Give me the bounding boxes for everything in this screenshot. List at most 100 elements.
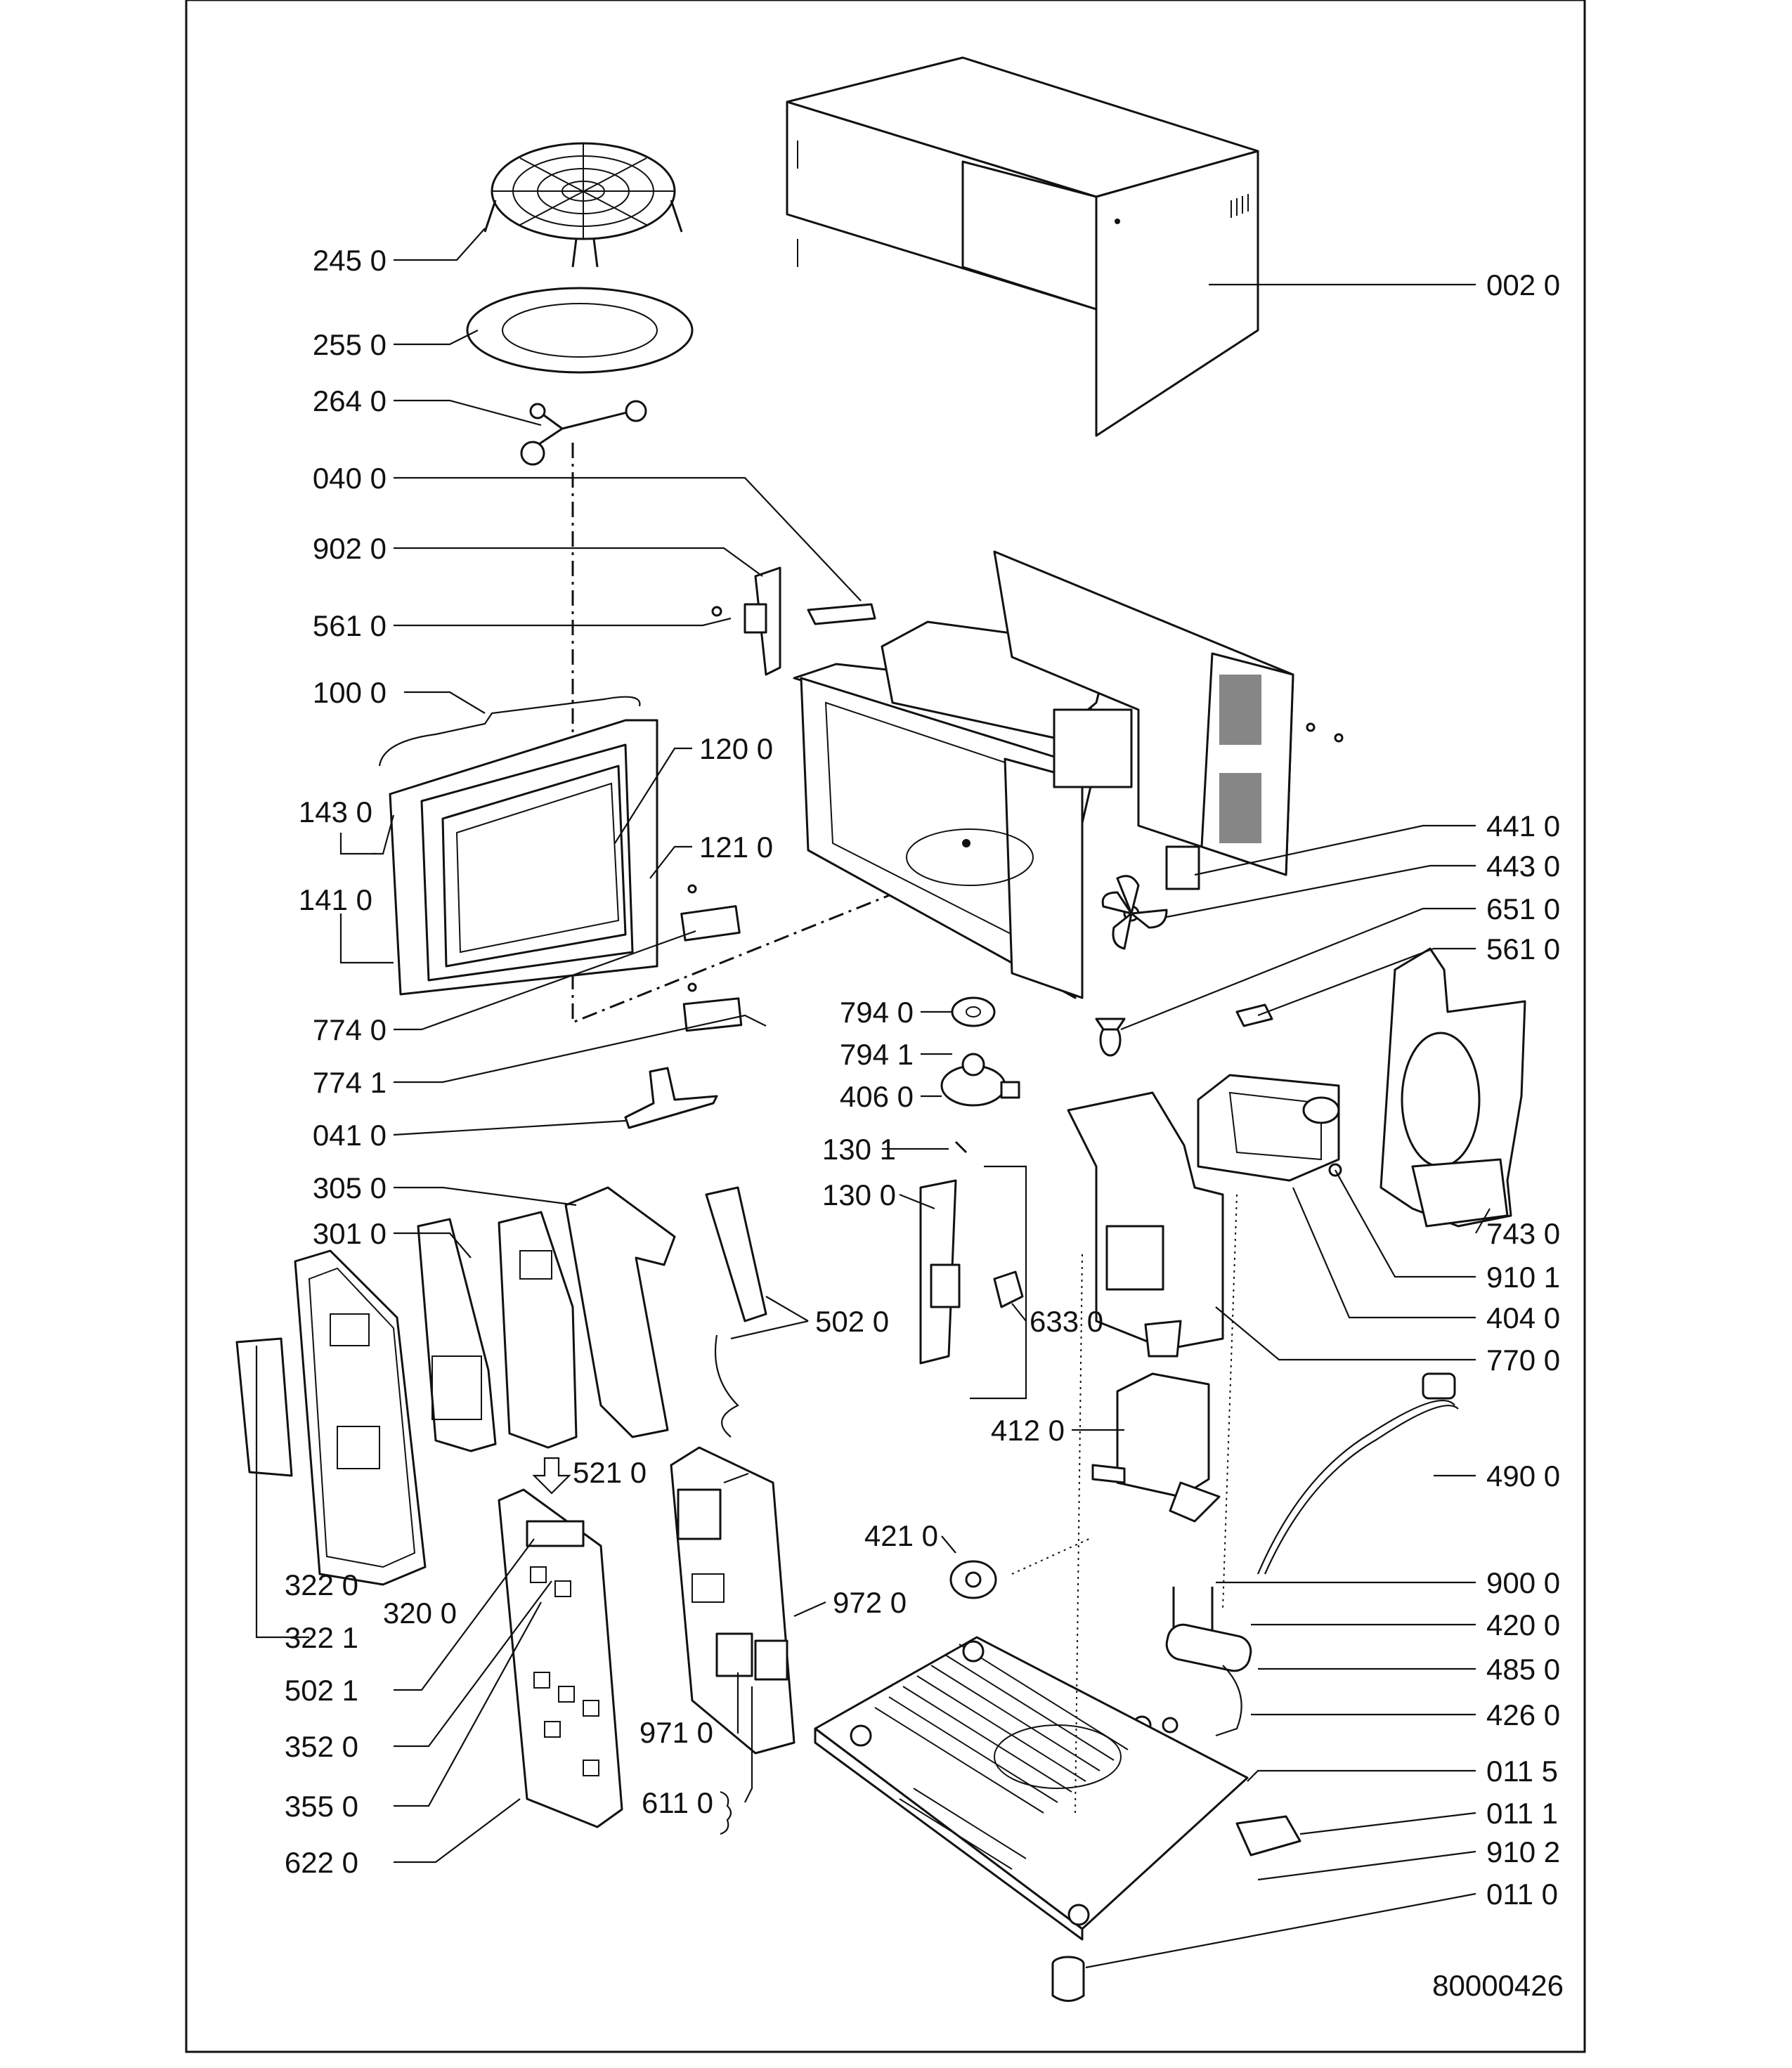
thermostat [1165, 845, 1200, 890]
part-label: 143 0 [299, 795, 372, 828]
cooling-fan [1101, 875, 1168, 950]
grill-rack [483, 142, 683, 268]
flex-ribbon [714, 1334, 739, 1438]
part-label: 406 0 [840, 1080, 914, 1113]
part-label: 900 0 [1486, 1566, 1560, 1599]
part-label: 770 0 [1486, 1344, 1560, 1377]
part-label: 011 5 [1486, 1755, 1558, 1788]
part-label: 651 0 [1486, 892, 1560, 925]
interlock-switch-assembly [919, 1140, 1027, 1400]
part-label: 011 0 [1486, 1878, 1558, 1911]
part-label: 041 0 [313, 1119, 387, 1152]
part-label: 421 0 [864, 1519, 938, 1552]
foot [1051, 1956, 1085, 2002]
membrane-sheet [235, 1337, 293, 1477]
roller-support [520, 400, 647, 466]
right-labels: 002 0 441 0 443 0 651 0 561 0 743 0 910 … [1486, 268, 1560, 1911]
panel-shield [564, 1186, 676, 1438]
mica-plate-upper [680, 905, 741, 942]
air-guide [1379, 947, 1526, 1228]
part-label: 130 0 [822, 1178, 896, 1211]
part-label: 426 0 [1486, 1698, 1560, 1731]
left-labels: 245 0 255 0 264 0 040 0 902 0 561 0 100 … [285, 244, 457, 1879]
part-label: 485 0 [1486, 1653, 1560, 1686]
back-panel [993, 550, 1344, 876]
part-label: 011 1 [1486, 1797, 1558, 1830]
part-label: 622 0 [285, 1846, 358, 1879]
sheet-border [185, 0, 1586, 2053]
waveguide-bracket [1067, 1091, 1224, 1358]
center-labels: 120 0 121 0 794 0 794 1 406 0 130 1 130 … [573, 732, 1103, 1835]
base-clip [1235, 1815, 1301, 1856]
part-label: 633 0 [1030, 1305, 1103, 1338]
base-plate [814, 1636, 1249, 1941]
part-label: 441 0 [1486, 809, 1560, 843]
fuse-holder [949, 1560, 997, 1599]
part-label: 611 0 [642, 1786, 713, 1819]
coupler [951, 996, 996, 1027]
part-label: 412 0 [991, 1414, 1065, 1447]
part-label: 420 0 [1486, 1608, 1560, 1641]
leaders-center [614, 747, 1124, 1803]
part-label: 120 0 [699, 732, 773, 765]
hv-diode [1215, 1665, 1242, 1737]
door-key [624, 1067, 718, 1129]
leaders-left [255, 228, 862, 1864]
control-panel-frame [294, 1249, 427, 1586]
part-label: 561 0 [1486, 932, 1560, 965]
door-switch-bracket [711, 566, 876, 676]
part-label: 040 0 [313, 462, 387, 495]
magnetron [1197, 1074, 1342, 1182]
hv-transformer [1091, 1372, 1221, 1523]
turntable-plate [466, 287, 694, 374]
outer-cabinet [786, 56, 1259, 437]
part-label: 561 0 [313, 609, 387, 642]
keypad-board-front [498, 1211, 578, 1449]
door-assembly [378, 696, 658, 996]
part-label: 443 0 [1486, 850, 1560, 883]
turntable-motor [940, 1053, 1020, 1107]
part-label: 352 0 [285, 1730, 358, 1763]
part-label: 355 0 [285, 1790, 358, 1823]
part-label: 130 1 [822, 1133, 896, 1166]
power-cord [1257, 1372, 1459, 1575]
part-label: 972 0 [833, 1586, 907, 1619]
keypad-board-rear [417, 1218, 497, 1452]
part-label: 305 0 [313, 1171, 387, 1204]
part-label: 743 0 [1486, 1217, 1560, 1250]
part-label: 490 0 [1486, 1459, 1560, 1493]
part-label: 774 0 [313, 1013, 387, 1046]
part-label: 502 1 [285, 1674, 358, 1707]
part-label: 264 0 [313, 384, 387, 417]
part-label: 774 1 [313, 1066, 387, 1099]
relay-board [705, 1186, 767, 1322]
part-label: 322 0 [285, 1568, 358, 1601]
part-label: 245 0 [313, 244, 387, 277]
part-label: 320 0 [383, 1596, 457, 1630]
part-label: 794 1 [840, 1038, 914, 1071]
part-label: 141 0 [299, 883, 372, 916]
part-label: 322 1 [285, 1621, 358, 1654]
lamp [1095, 1017, 1126, 1057]
arrow-521 [532, 1457, 571, 1495]
part-label: 521 0 [573, 1456, 647, 1489]
part-label: 910 2 [1486, 1835, 1560, 1868]
power-board [670, 1446, 796, 1755]
drawing-number: 80000426 [1432, 1969, 1564, 2002]
part-label: 002 0 [1486, 268, 1560, 301]
part-label: 902 0 [313, 532, 387, 565]
display-board [498, 1488, 623, 1828]
part-label: 910 1 [1486, 1261, 1560, 1294]
leaders-right [1085, 283, 1491, 1969]
part-label: 100 0 [313, 676, 387, 709]
part-label: 971 0 [639, 1716, 713, 1749]
part-label: 121 0 [699, 831, 773, 864]
part-label: 301 0 [313, 1217, 387, 1250]
part-label: 502 0 [815, 1305, 889, 1338]
micro-switch [1235, 1003, 1273, 1027]
part-label: 794 0 [840, 996, 914, 1029]
mica-plate-lower [682, 997, 743, 1032]
hv-capacitor [1165, 1623, 1252, 1672]
part-label: 255 0 [313, 328, 387, 361]
